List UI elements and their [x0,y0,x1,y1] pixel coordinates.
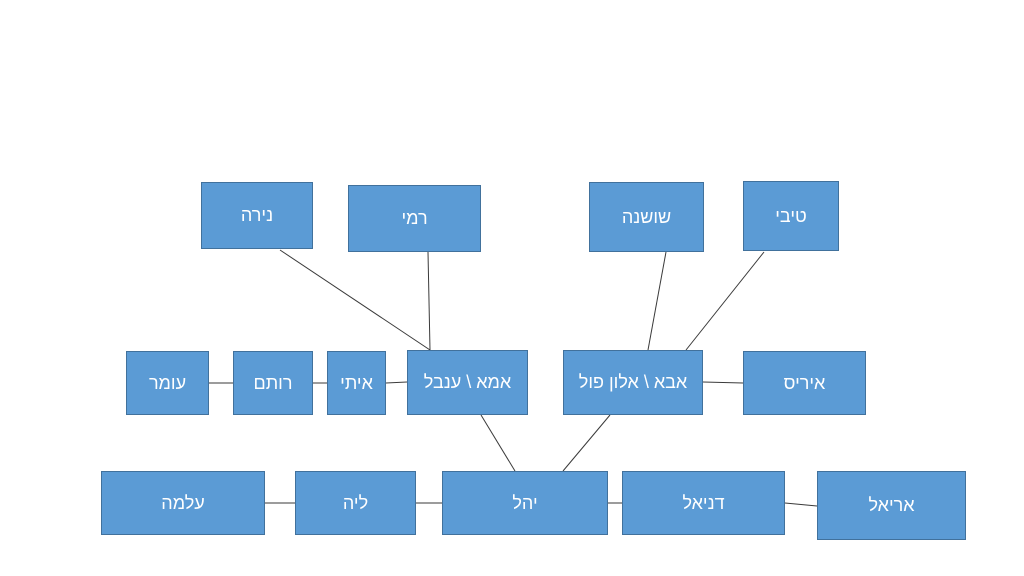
node-yahel-label: יהל [512,492,538,513]
connector-shoshana-aba [647,251,667,351]
connector-daniel-ariel [784,502,818,507]
node-iris-label: איריס [783,372,826,393]
node-lia-label: ליה [342,492,369,513]
node-tibi-label: טיבי [775,205,807,226]
connector-nira-ima [279,249,431,351]
node-lia: ליה [295,471,416,535]
node-nira-label: נירה [240,205,274,225]
node-yahel: יהל [442,471,608,535]
node-tibi: טיבי [743,181,839,251]
node-rotem: רותם [233,351,313,415]
node-daniel-label: דניאל [682,492,725,513]
node-omer-label: עומר [148,372,187,393]
connector-aba-yahel [562,414,611,472]
node-ariel: אריאל [817,471,966,540]
node-alma-label: עלמה [161,492,205,513]
node-daniel: דניאל [622,471,785,535]
node-ariel-label: אריאל [868,495,915,515]
node-rotem-label: רותם [253,372,293,393]
node-iris: איריס [743,351,866,415]
node-itai-label: איתי [340,372,373,393]
node-shoshana-label: שושנה [621,206,672,227]
connector-itai-ima [385,381,408,384]
node-ima: אמא \ ענבל [407,350,528,415]
node-aba: אבא \ אלון פול [563,350,703,415]
node-aba-label: אבא \ אלון פול [578,372,688,392]
connector-tibi-aba [685,251,765,351]
node-nira: נירה [201,182,313,249]
connector-ima-yahel [480,414,516,472]
node-alma: עלמה [101,471,265,535]
node-rami-label: רמי [401,208,428,228]
node-shoshana: שושנה [589,182,704,252]
node-ima-label: אמא \ ענבל [423,372,512,392]
node-rami: רמי [348,185,481,252]
connector-aba-iris [702,381,744,384]
node-omer: עומר [126,351,209,415]
node-itai: איתי [327,351,386,415]
connector-rami-ima [427,251,431,351]
